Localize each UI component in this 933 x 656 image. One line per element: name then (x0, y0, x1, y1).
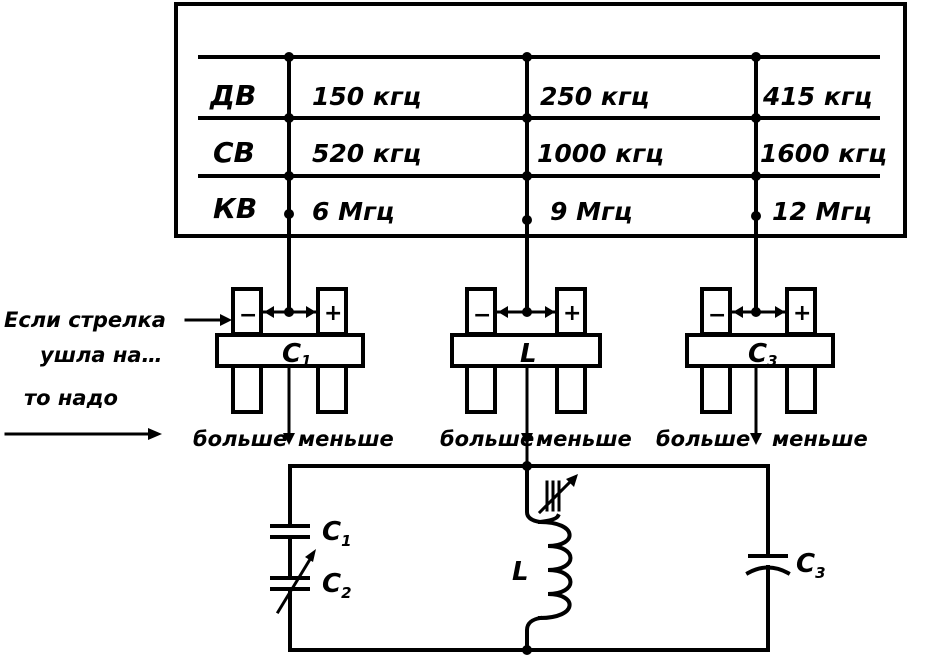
indicator-l-plus-sign: + (563, 301, 581, 326)
indicator-l-plus-lower (555, 364, 587, 414)
core-adjust-arrowhead (566, 474, 578, 487)
indicator-c3-plus-sign: + (793, 301, 811, 326)
indicator-l-stem-arrow (521, 433, 533, 445)
c2-label: C2 (322, 569, 352, 602)
indicator-c1-pivot (284, 307, 294, 317)
indicator-c3-minus-sign: − (708, 303, 726, 328)
l-label: L (512, 557, 529, 587)
indicator-l-label: L (520, 339, 537, 369)
note-pointer-arrow (220, 314, 232, 326)
lc-circuit: C1 C2 L C3 (270, 461, 826, 655)
indicator-c1-label: C1 (282, 339, 312, 370)
note-if-needle: Если стрелка (4, 308, 166, 332)
indicator-c3-label: C3 (748, 339, 778, 370)
instruction-notes: Если стрелка ушла на… то надо (4, 308, 232, 440)
c2-variable-arrowhead (305, 549, 316, 562)
freq-sv-1: 520 кгц (312, 139, 421, 168)
inductor-bottom-lead (525, 615, 543, 652)
inductor-bottom-node (522, 645, 532, 655)
c2-variable-arrow-line (275, 553, 315, 615)
frequency-table: ДВ СВ КВ 150 кгц 250 кгц 415 кгц 520 кгц… (174, 2, 907, 314)
indicator-c1-plus-sign: + (324, 301, 342, 326)
indicator-l-less: меньше (536, 427, 632, 451)
inductor-coil (537, 519, 573, 621)
core-adjust-line (537, 477, 575, 515)
freq-sv-2: 1000 кгц (537, 139, 664, 168)
c1-label: C1 (322, 517, 352, 550)
note-went-to: ушла на… (40, 343, 163, 367)
indicator-l-pivot (522, 307, 532, 317)
indicator-c1-minus-sign: − (239, 303, 257, 328)
table-border (174, 2, 907, 238)
indicator-c3-pivot (751, 307, 761, 317)
band-label-dv: ДВ (209, 79, 256, 112)
freq-kv-2: 9 Мгц (550, 197, 633, 226)
freq-kv-3: 12 Мгц (772, 197, 872, 226)
band-label-kv: КВ (213, 192, 257, 225)
indicator-c3-plus-lower (785, 364, 817, 414)
indicator-l-minus-sign: − (473, 303, 491, 328)
indicator-c1-plus-lower (316, 364, 348, 414)
indicator-l: − + L больше меньше (440, 287, 632, 468)
indicator-l-minus-lower (465, 364, 497, 414)
indicator-c3-body (685, 333, 835, 368)
note-then-need: то надо (24, 386, 118, 410)
band-label-sv: СВ (213, 136, 255, 169)
freq-dv-1: 150 кгц (312, 82, 421, 111)
indicator-c1-less: меньше (298, 427, 394, 451)
indicator-c3-less: меньше (772, 427, 868, 451)
indicator-c1: − + C1 больше меньше (193, 287, 394, 451)
freq-kv-1: 6 Мгц (312, 197, 395, 226)
table-junctions (284, 52, 761, 225)
indicator-c1-stem-arrow (283, 433, 295, 445)
indicator-c1-more: больше (193, 427, 287, 451)
indicator-c3-more: больше (656, 427, 750, 451)
freq-dv-2: 250 кгц (540, 82, 649, 111)
c3-label: C3 (796, 549, 826, 582)
indicator-c3-stem-arrow (750, 433, 762, 445)
note-action-arrow (148, 428, 162, 440)
freq-dv-3: 415 кгц (762, 82, 872, 111)
freq-sv-3: 1600 кгц (760, 139, 887, 168)
indicator-c3-minus-lower (700, 364, 732, 414)
indicator-c1-minus-lower (231, 364, 263, 414)
indicator-c3: − + C3 больше меньше (656, 287, 868, 451)
indicator-l-more: больше (440, 427, 534, 451)
